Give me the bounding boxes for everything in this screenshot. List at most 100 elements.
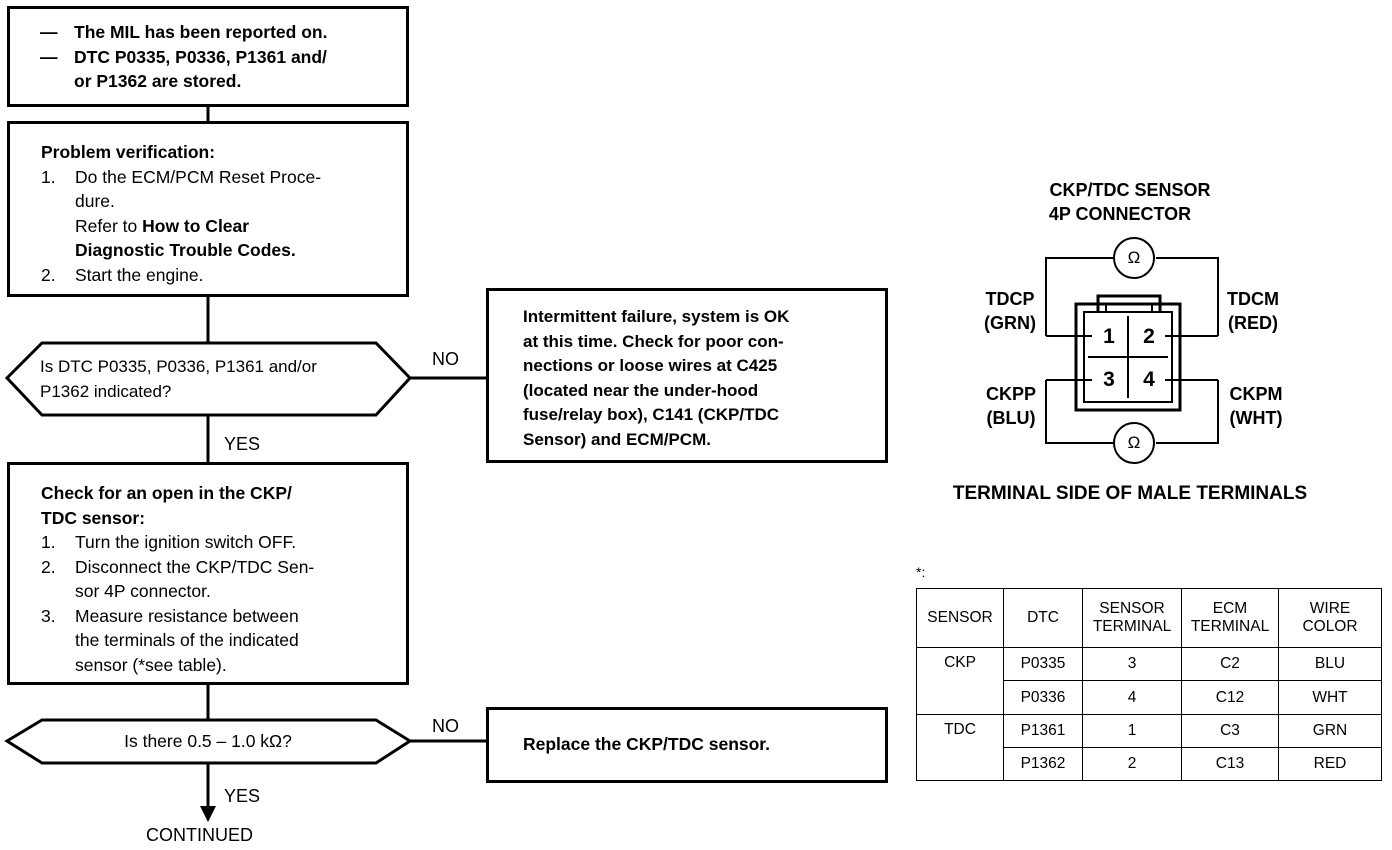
intermittent-line-4: (located near the under-hood — [523, 380, 759, 400]
sensor-group-ckp: CKP — [916, 647, 1004, 715]
intermittent-failure-box: Intermittent failure, system is OK at th… — [486, 288, 888, 463]
sensor-group-tdc: TDC — [916, 713, 1004, 782]
start-item-2: DTC P0335, P0336, P1361 and/ — [74, 46, 327, 67]
check-step-3b: the terminals of the indicated — [75, 630, 299, 650]
start-item-1: The MIL has been reported on. — [74, 22, 328, 42]
connector-pin-1: 1 — [1103, 325, 1115, 348]
ckpp-wire-color: (BLU) — [986, 408, 1036, 428]
decision-2-text: Is there 0.5 – 1.0 kΩ? — [124, 731, 292, 751]
decision-1-yes-label: YES — [224, 434, 261, 454]
table-row: P0336 4 C12 WHT — [917, 680, 1382, 715]
verification-step-1b: dure. — [75, 191, 115, 211]
cell-ecm-terminal: C13 — [1181, 746, 1279, 782]
cell-dtc: P1362 — [1003, 746, 1083, 782]
tdcm-label: TDCM (RED) — [1218, 287, 1288, 335]
tdcm-wire-color: (RED) — [1228, 313, 1278, 333]
ckpm-label: CKPM (WHT) — [1220, 382, 1292, 430]
cell-sensor-terminal: 2 — [1082, 746, 1182, 782]
verification-step-2: Start the engine. — [75, 264, 204, 285]
cell-sensor-terminal: 3 — [1082, 647, 1182, 682]
ckpm-name: CKPM — [1229, 384, 1283, 404]
cell-dtc: P0335 — [1003, 647, 1083, 682]
check-open-box: Check for an open in the CKP/ TDC sensor… — [7, 462, 409, 685]
step-number: 2. — [41, 264, 56, 285]
intermittent-line-1: Intermittent failure, system is OK — [523, 307, 790, 326]
table-row: TDC P1361 1 C3 GRN — [916, 713, 1382, 782]
continued-label: CONTINUED — [146, 825, 253, 845]
ckpm-wire-color: (WHT) — [1229, 408, 1283, 428]
check-step-3a: Measure resistance between — [75, 605, 299, 626]
cell-wire-color: RED — [1278, 746, 1382, 782]
verification-step-1a: Do the ECM/PCM Reset Proce- — [75, 166, 322, 187]
tdcp-label: TDCP (GRN) — [970, 287, 1050, 335]
verification-title: Problem verification: — [41, 142, 216, 162]
step-number: 1. — [41, 532, 56, 552]
decision-1-text: Is DTC P0335, P0336, P1361 and/or P1362 … — [40, 354, 380, 404]
verification-step-1c-bold: How to Clear — [142, 215, 250, 236]
step-number: 2. — [41, 556, 56, 577]
tdcp-wire-color: (GRN) — [984, 313, 1036, 333]
intermittent-line-3: nections or loose wires at C425 — [523, 356, 778, 375]
ckpp-label: CKPP (BLU) — [975, 382, 1047, 430]
connector-pin-2: 2 — [1143, 325, 1155, 348]
check-title-2: TDC sensor: — [41, 507, 146, 528]
intermittent-line-2: at this time. Check for poor con- — [523, 331, 784, 351]
table-note: *: — [916, 564, 926, 580]
cell-dtc: P0336 — [1003, 680, 1083, 715]
start-item-3: or P1362 are stored. — [74, 71, 242, 91]
connector-diagram — [1045, 237, 1219, 464]
verification-box: Problem verification: 1. Do the ECM/PCM R… — [7, 121, 409, 297]
decision-2-yes-label: YES — [224, 786, 261, 806]
connector-caption: TERMINAL SIDE OF MALE TERMINALS — [952, 483, 1308, 504]
decision-1-line-1: Is DTC P0335, P0336, P1361 and/or — [40, 357, 317, 376]
connector-pin-4: 4 — [1143, 368, 1155, 391]
step-number: 3. — [41, 605, 56, 626]
decision-1-no-label: NO — [432, 349, 459, 369]
connector-pin-3: 3 — [1103, 368, 1115, 391]
connector-title-2: 4P CONNECTOR — [1048, 204, 1192, 224]
ohm-icon-bottom: Ω — [1127, 433, 1141, 452]
decision-1-line-2: P1362 indicated? — [40, 382, 172, 401]
arrow-down-icon — [200, 806, 216, 822]
start-box: — The MIL has been reported on. — DTC P033… — [7, 6, 409, 107]
cell-sensor-terminal: 1 — [1082, 713, 1182, 748]
header-dtc: DTC — [1003, 587, 1083, 649]
check-title-1: Check for an open in the CKP/ — [41, 483, 292, 503]
cell-dtc: P1361 — [1003, 713, 1083, 748]
check-step-3c: sensor (*see table). — [75, 654, 227, 675]
ckpp-name: CKPP — [985, 384, 1036, 404]
tdcm-name: TDCM — [1227, 289, 1279, 309]
dash-bullet: — — [40, 22, 58, 42]
check-step-2b: sor 4P connector. — [75, 581, 211, 601]
table-row: CKP P0335 3 C2 BLU — [916, 647, 1382, 715]
cell-sensor-terminal: 4 — [1082, 680, 1182, 715]
verification-step-1d: Diagnostic Trouble Codes. — [75, 240, 296, 260]
dash-bullet: — — [40, 46, 58, 67]
cell-wire-color: GRN — [1278, 713, 1382, 748]
decision-2-no-label: NO — [432, 716, 459, 736]
cell-ecm-terminal: C12 — [1181, 680, 1279, 715]
verification-step-1c: Refer to — [75, 215, 138, 236]
cell-ecm-terminal: C3 — [1181, 713, 1279, 748]
intermittent-line-5: fuse/relay box), C141 (CKP/TDC — [523, 405, 780, 424]
cell-wire-color: BLU — [1278, 647, 1382, 682]
step-number: 1. — [41, 166, 56, 187]
intermittent-line-6: Sensor) and ECM/PCM. — [523, 429, 711, 449]
check-step-2a: Disconnect the CKP/TDC Sen- — [75, 556, 315, 577]
replace-sensor-box: Replace the CKP/TDC sensor. — [486, 707, 888, 783]
ohm-icon-top: Ω — [1127, 248, 1141, 267]
cell-wire-color: WHT — [1278, 680, 1382, 715]
tdcp-name: TDCP — [985, 289, 1035, 309]
table-row: P1362 2 C13 RED — [917, 746, 1382, 782]
connector-title-1: CKP/TDC SENSOR — [1049, 180, 1211, 200]
header-sensor: SENSOR — [916, 587, 1004, 649]
check-step-1: Turn the ignition switch OFF. — [75, 532, 297, 552]
replace-text: Replace the CKP/TDC sensor. — [523, 734, 771, 754]
cell-ecm-terminal: C2 — [1181, 647, 1279, 682]
